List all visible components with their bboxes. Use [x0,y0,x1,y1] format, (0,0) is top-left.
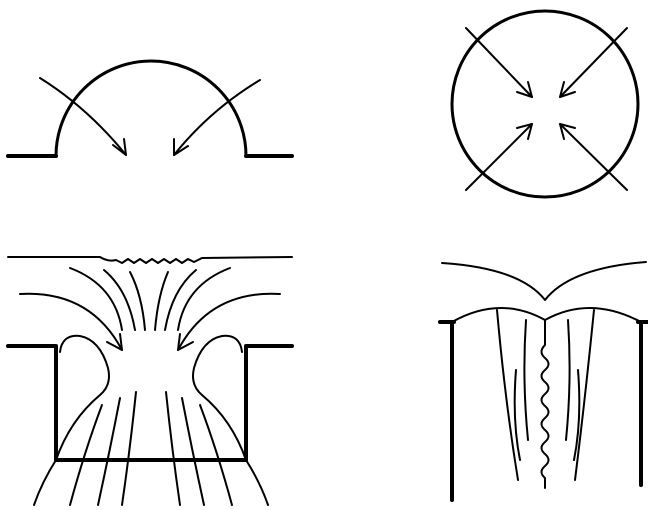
crack-flow-right-inner [566,320,570,440]
circle-arrow-tl [466,28,532,97]
crack-top-surface [442,262,646,300]
circle-arrow-bl [466,124,532,190]
trench-below-4 [166,392,180,505]
trench-lobe-right [193,336,246,460]
trench-below-outer-r [246,460,268,505]
trench-below-3 [122,392,136,505]
trench-outline [8,346,292,460]
circle-arrow-tr [560,28,627,97]
trench-top-surface [8,257,292,263]
trench-lobe-left [56,336,109,460]
trench-below-6 [200,405,232,505]
crack-flow-left-inner [524,320,528,440]
crack-wavy-line [542,320,549,488]
crack-panel [440,262,648,500]
dome-panel [8,61,292,156]
trench-panel [8,257,292,505]
trench-flow-right-1 [178,268,230,330]
crack-flow-left-low [515,370,520,460]
trench-below-5 [182,398,204,505]
outer-circle [452,11,638,197]
trench-flow-left-1 [70,268,122,330]
trench-below-outer-l [34,460,56,505]
dome-arc [56,61,246,156]
circle-panel [452,11,638,197]
crack-flow-right-outer [575,310,594,480]
dome-arrow-right [174,80,260,155]
trench-below-2 [98,398,120,505]
circle-arrow-br [560,124,627,190]
trench-below-1 [70,405,102,505]
